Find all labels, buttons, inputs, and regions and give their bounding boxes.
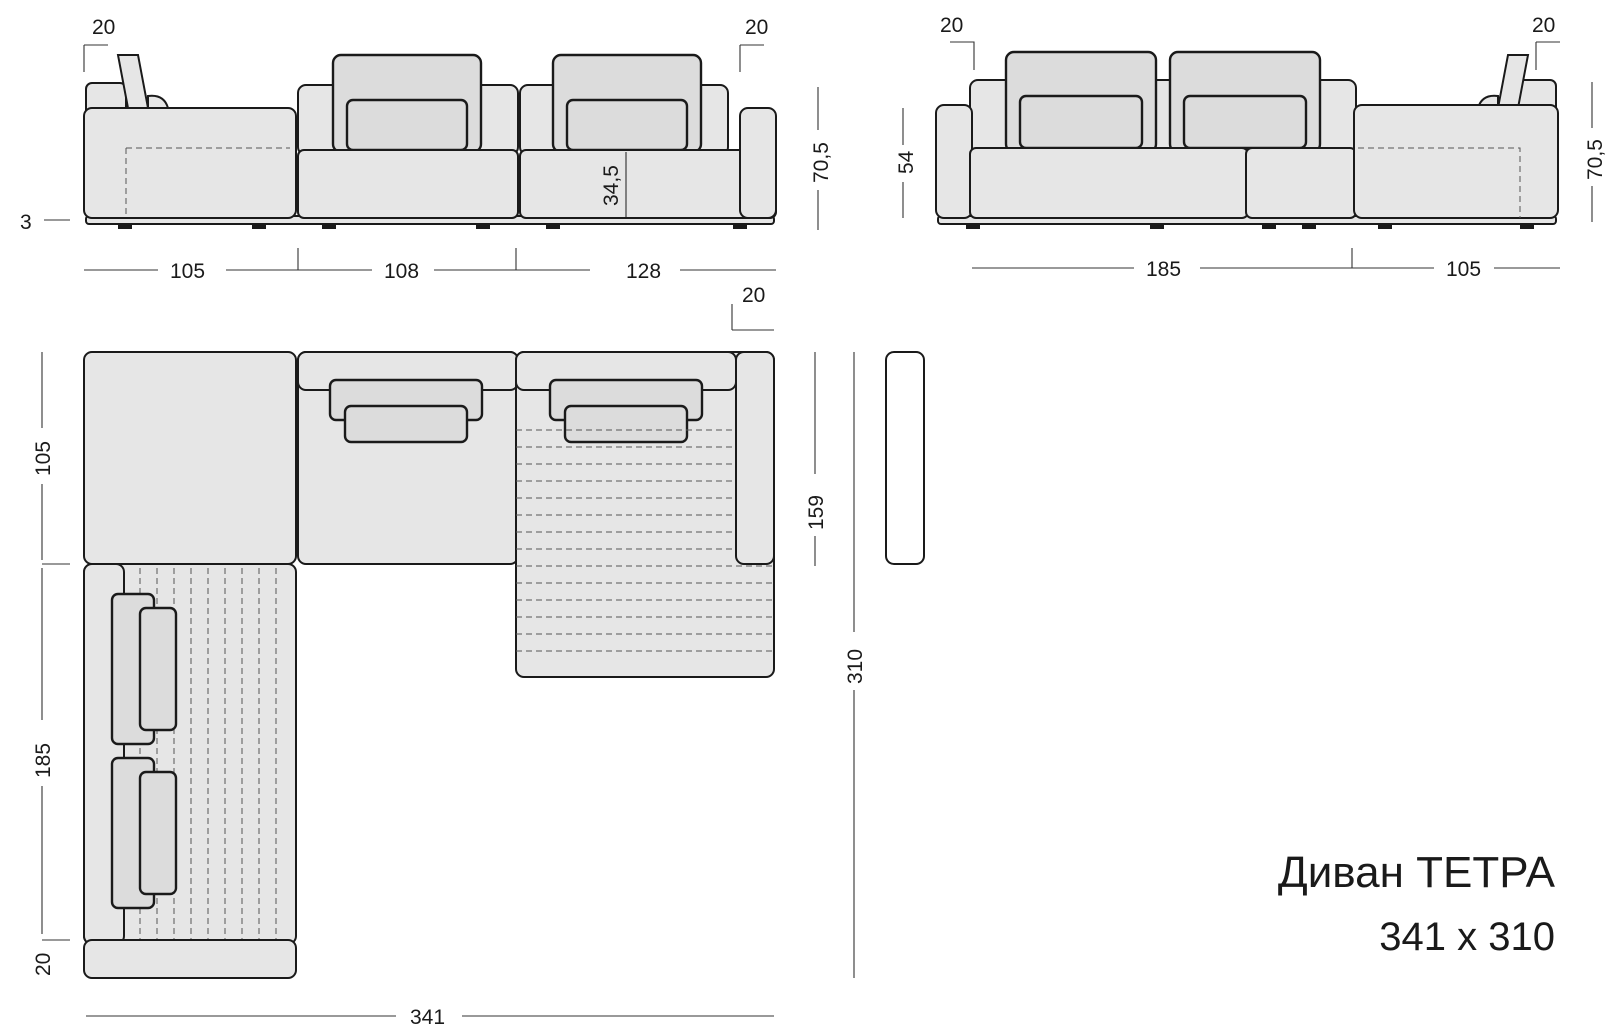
- side-left-arm-offset: 20: [940, 14, 963, 37]
- plan-depth-bottom: 20: [32, 953, 55, 976]
- front-view: [83, 53, 777, 229]
- front-seat-height: 34,5: [600, 165, 623, 206]
- side-arm-height: 54: [895, 150, 918, 174]
- plan-chaise-depth: 159: [805, 495, 828, 530]
- front-width-3: 128: [626, 260, 661, 283]
- front-left-arm-offset: 20: [92, 16, 115, 39]
- side-right-arm-offset: 20: [1532, 14, 1555, 37]
- product-size: 341 x 310: [1379, 915, 1555, 959]
- side-view: [935, 50, 1559, 229]
- side-width-1: 185: [1146, 258, 1181, 281]
- plan-depth-upper: 105: [32, 441, 55, 476]
- front-width-2: 108: [384, 260, 419, 283]
- plan-view-dimensions: 20 105 185 20 159 310 341: [32, 284, 867, 1029]
- plan-total-width: 341: [410, 1006, 445, 1029]
- plan-view: [83, 351, 925, 979]
- front-base-offset: 3: [20, 211, 32, 234]
- side-view-dimensions: 20 20 54 70,5 185 105: [895, 14, 1607, 281]
- plan-depth-lower: 185: [32, 743, 55, 778]
- product-title: Диван ТЕТРА: [1277, 848, 1555, 897]
- side-height: 70,5: [1584, 139, 1607, 180]
- front-view-dimensions: 20 20 3 70,5 34,5 105 108 128: [20, 16, 833, 283]
- plan-total-depth: 310: [844, 649, 867, 684]
- front-right-arm-offset: 20: [745, 16, 768, 39]
- plan-arm-offset: 20: [742, 284, 765, 307]
- front-width-1: 105: [170, 260, 205, 283]
- side-width-2: 105: [1446, 258, 1481, 281]
- front-height: 70,5: [810, 142, 833, 183]
